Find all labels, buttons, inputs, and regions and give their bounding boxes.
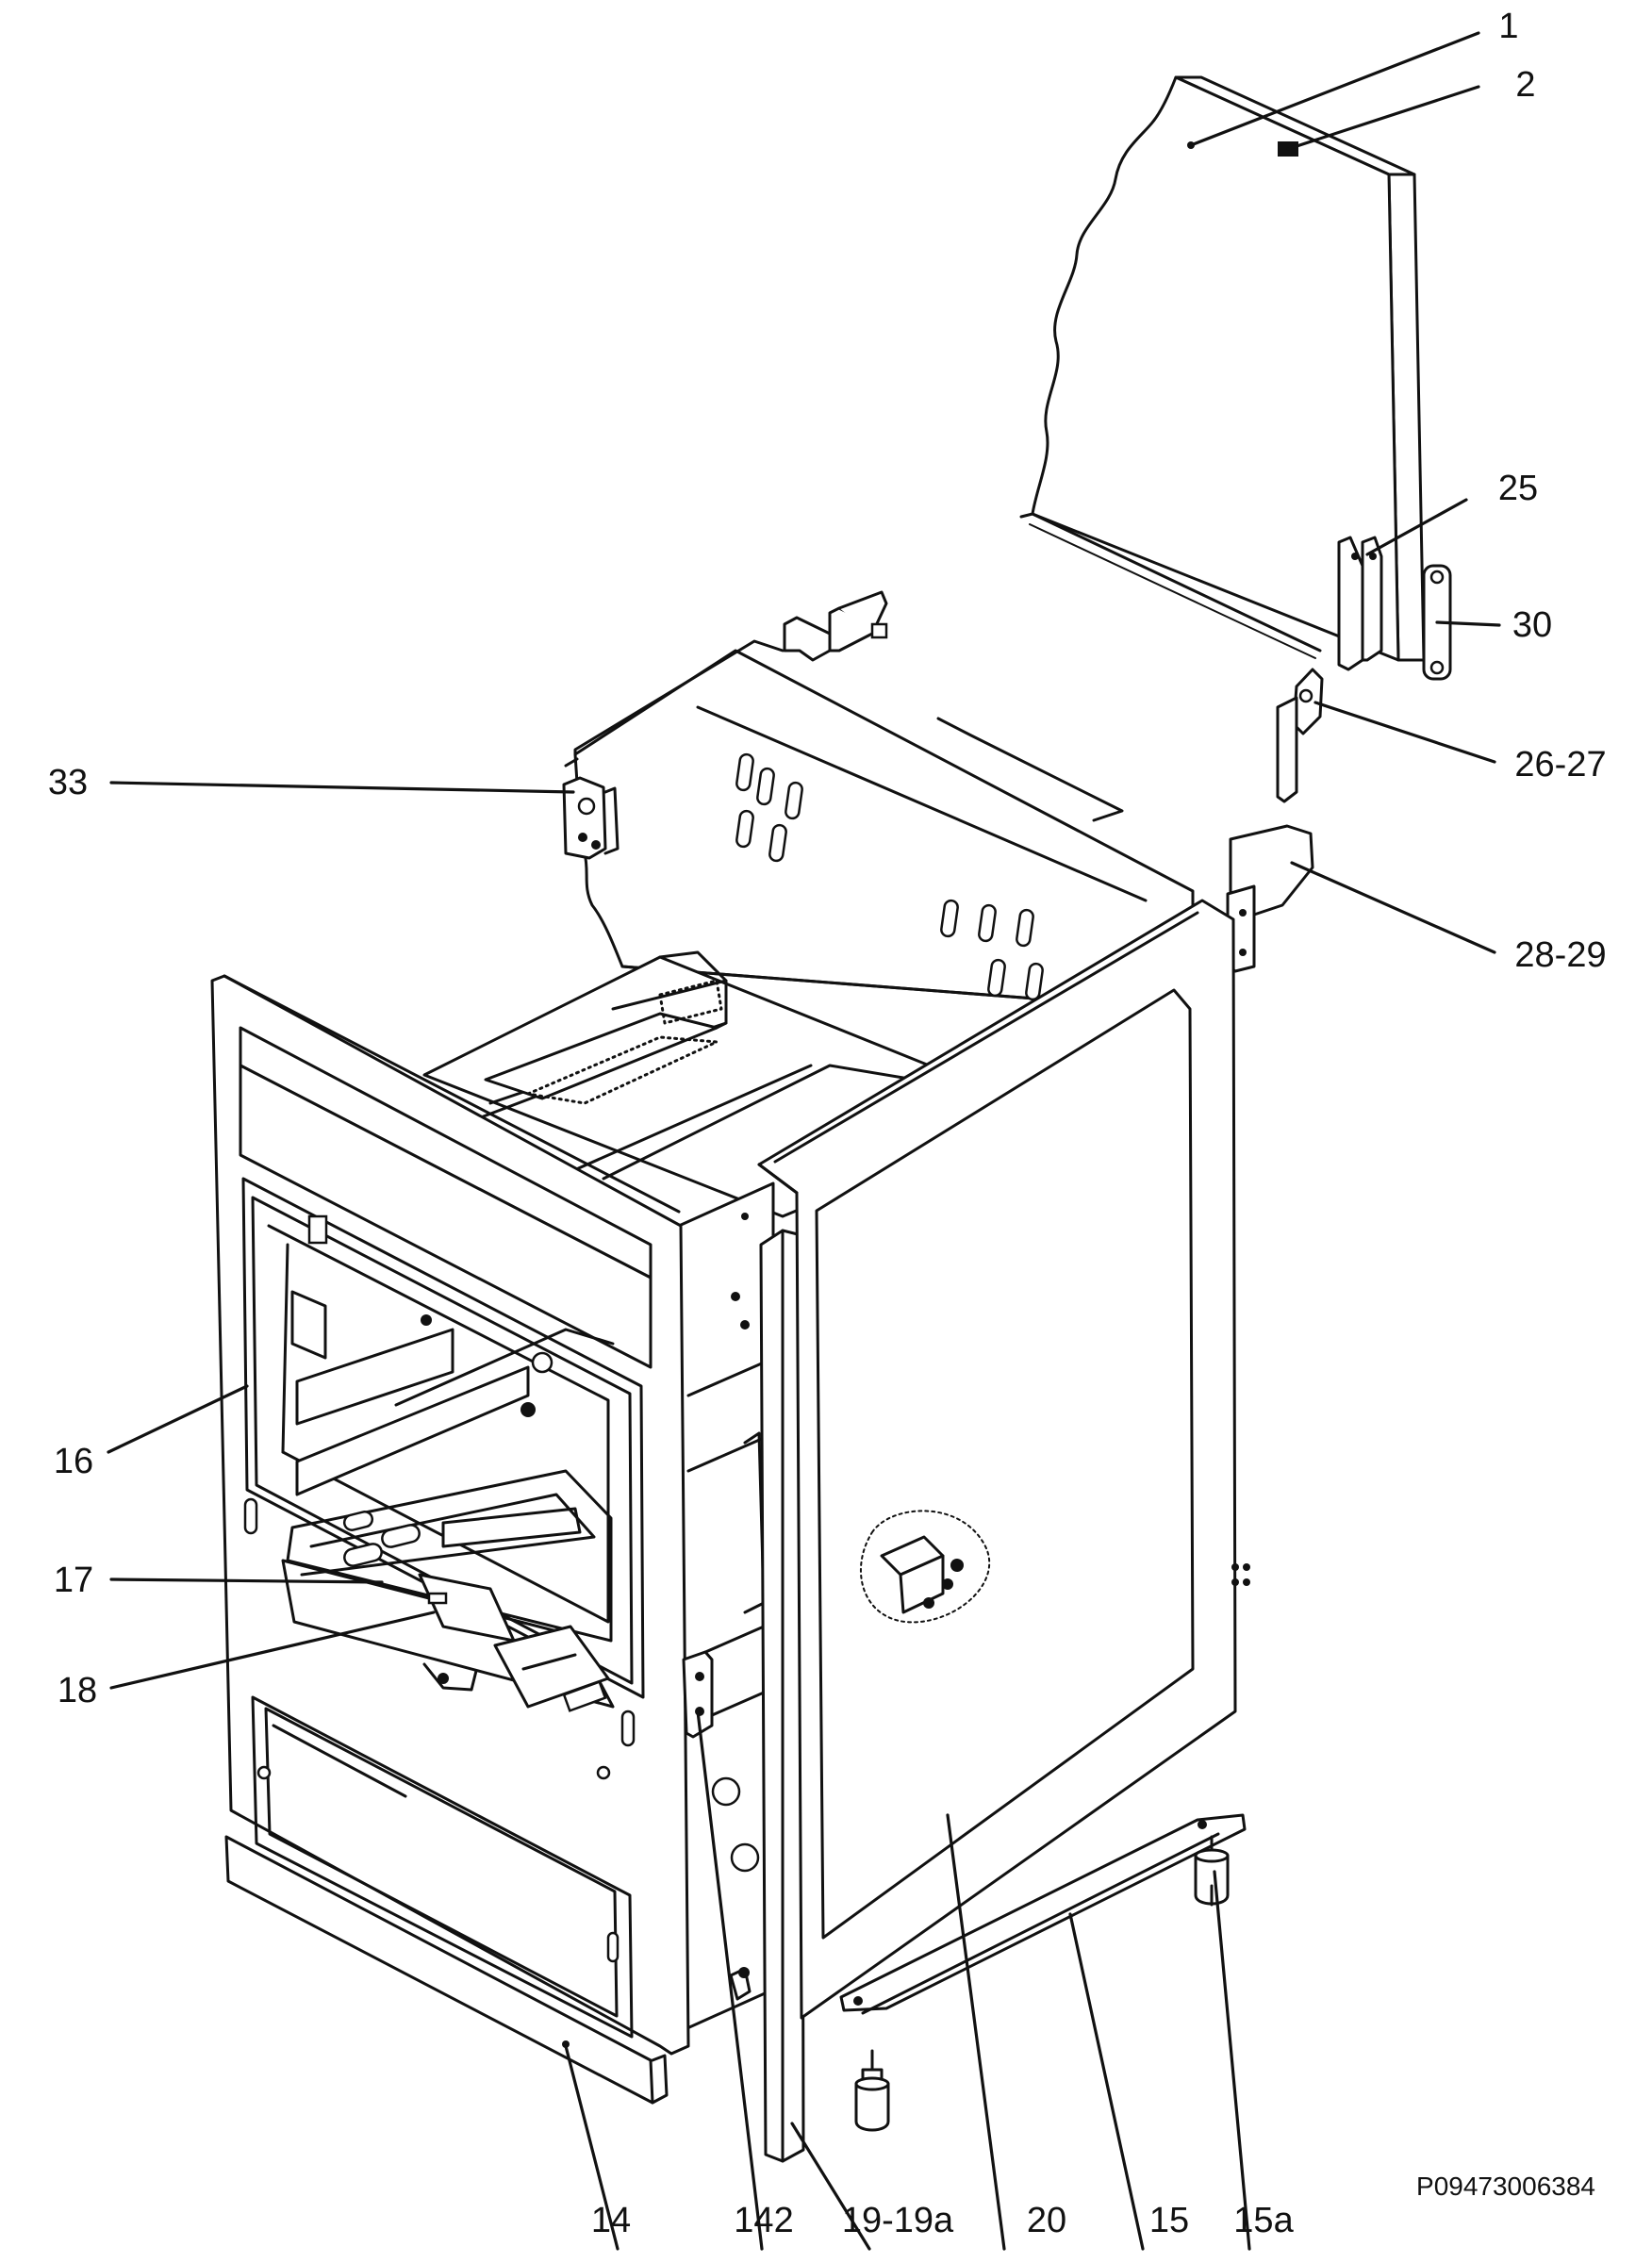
leader-lines: [107, 31, 1501, 2251]
callout-label: 26-27: [1514, 745, 1606, 785]
callout-label: 142: [734, 2201, 793, 2240]
side-panel-detail-inset: [859, 1510, 991, 1624]
door-hinge: [1226, 824, 1314, 973]
callout-label: 1: [1498, 7, 1518, 46]
callout-labels: 1 2 25 30 26-27 33 28-29 16 17 18 14 142…: [48, 7, 1607, 2240]
bottom-rail: [839, 1813, 1247, 2015]
callout-label: 14: [591, 2201, 631, 2240]
callout-label: 15: [1149, 2201, 1189, 2240]
insulation-strip: [526, 979, 723, 1105]
bottom-tray: [281, 1559, 615, 1712]
rear-hinge-bracket: [1337, 536, 1383, 671]
callout-label: 25: [1498, 469, 1538, 508]
callout-label: 18: [58, 1671, 97, 1710]
adjustable-foot-rear: [1194, 1835, 1230, 1907]
heating-element: [286, 1469, 613, 1643]
frame-side-slots: [243, 1497, 636, 1963]
bottom-trim-strip: [224, 1835, 669, 2105]
fixing-screw: [729, 1967, 752, 2001]
side-panel: [741, 899, 1250, 2020]
callout-label: 16: [54, 1442, 93, 1481]
side-hinge: [562, 776, 620, 860]
front-frame: [210, 974, 690, 2056]
callout-label: 17: [54, 1561, 93, 1600]
callout-label: 28-29: [1514, 935, 1606, 975]
callout-label: 33: [48, 763, 88, 802]
callout-label: 30: [1512, 605, 1552, 645]
callout-label: 20: [1027, 2201, 1066, 2240]
side-seal-strip: [759, 1229, 805, 2163]
rear-panel-slots: [735, 752, 1044, 1001]
adjustable-foot-front: [854, 2049, 890, 2132]
callout-label: 15a: [1233, 2201, 1294, 2240]
callout-label: 19-19a: [842, 2201, 954, 2240]
top-bracket-left: [783, 590, 888, 662]
reference-code: P09473006384: [1416, 2172, 1595, 2201]
cabinet-rear-frame: [564, 639, 1195, 1034]
hinge-pin: [1276, 668, 1324, 803]
callout-label: 2: [1515, 65, 1535, 105]
oven-interior-walls: [267, 1214, 615, 1624]
